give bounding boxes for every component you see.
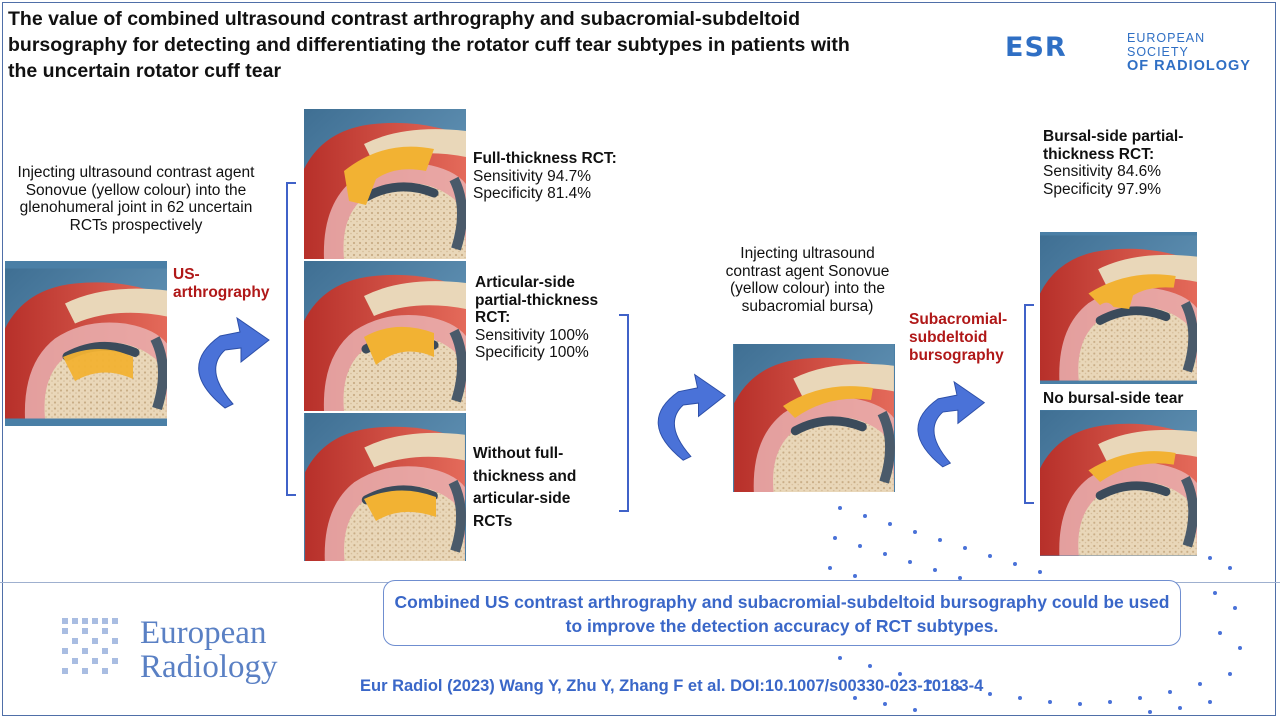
result-specificity: Specificity 100% — [475, 344, 589, 361]
esr-logo-line1: EUROPEAN SOCIETY — [1127, 31, 1206, 59]
curved-arrow-icon — [917, 380, 986, 468]
result-articular-side: Articular-side partial-thickness RCT: Se… — [475, 274, 625, 362]
page-title: The value of combined ultrasound contras… — [8, 8, 850, 82]
result-without-full-thickness: Without full-thickness and articular-sid… — [473, 443, 613, 533]
shoulder-image-bursography — [733, 344, 895, 492]
esr-logo-line2: OF RADIOLOGY — [1127, 58, 1251, 74]
result-sensitivity: Sensitivity 84.6% — [1043, 163, 1162, 180]
journal-logo-icon — [62, 618, 118, 674]
result-title: Bursal-side partial-thickness RCT: — [1043, 128, 1184, 163]
shoulder-image-no-bursal-tear — [1040, 410, 1197, 556]
shoulder-illustration — [304, 261, 466, 411]
shoulder-image-arthrography — [5, 261, 167, 426]
method-bursography: Subacromial-subdeltoid bursography — [909, 311, 1008, 364]
result-specificity: Specificity 81.4% — [473, 185, 592, 202]
journal-name-line2: Radiology — [140, 649, 278, 685]
step1-description: Injecting ultrasound contrast agent Sono… — [17, 164, 255, 234]
step2-description: Injecting ultrasound contrast agent Sono… — [725, 245, 890, 315]
shoulder-image-without-tear — [304, 413, 466, 561]
shoulder-illustration — [1040, 410, 1197, 556]
shoulder-image-full-thickness — [304, 109, 466, 259]
esr-logo-letters: ESR — [1005, 32, 1067, 63]
bracket-left — [286, 182, 296, 496]
shoulder-image-bursal-side — [1040, 232, 1197, 384]
result-specificity: Specificity 97.9% — [1043, 180, 1162, 198]
shoulder-illustration — [5, 261, 167, 426]
journal-name: European Radiology — [140, 616, 278, 684]
result-bursal-side: Bursal-side partial-thickness RCT: Sensi… — [1043, 128, 1213, 198]
bracket-left — [1024, 304, 1034, 504]
shoulder-illustration — [1040, 232, 1197, 384]
result-title: Full-thickness RCT: — [473, 150, 617, 167]
result-sensitivity: Sensitivity 94.7% — [473, 167, 592, 185]
journal-name-line1: European — [140, 615, 267, 651]
result-title: Articular-side partial-thickness RCT: — [475, 274, 599, 326]
conclusion-box: Combined US contrast arthrography and su… — [383, 580, 1181, 646]
result-full-thickness: Full-thickness RCT: Sensitivity 94.7% Sp… — [473, 150, 648, 203]
method-us-arthrography: US-arthrography — [173, 266, 270, 301]
shoulder-illustration — [733, 344, 895, 492]
decorative-dots — [828, 506, 1242, 714]
result-title: Without full-thickness and articular-sid… — [473, 445, 577, 530]
european-radiology-logo: European Radiology — [62, 616, 302, 692]
shoulder-illustration — [304, 413, 466, 561]
result-no-bursal-side-tear: No bursal-side tear — [1043, 390, 1184, 407]
shoulder-image-articular-side — [304, 261, 466, 411]
bracket-right — [619, 314, 629, 512]
esr-logo: ESR EUROPEAN SOCIETY OF RADIOLOGY — [1005, 28, 1255, 73]
esr-logo-text: EUROPEAN SOCIETY OF RADIOLOGY — [1127, 31, 1255, 73]
result-sensitivity: Sensitivity 100% — [475, 326, 589, 344]
shoulder-illustration — [304, 109, 466, 259]
curved-arrow-icon — [657, 373, 726, 461]
citation: Eur Radiol (2023) Wang Y, Zhu Y, Zhang F… — [360, 677, 984, 695]
curved-arrow-icon — [198, 316, 270, 409]
